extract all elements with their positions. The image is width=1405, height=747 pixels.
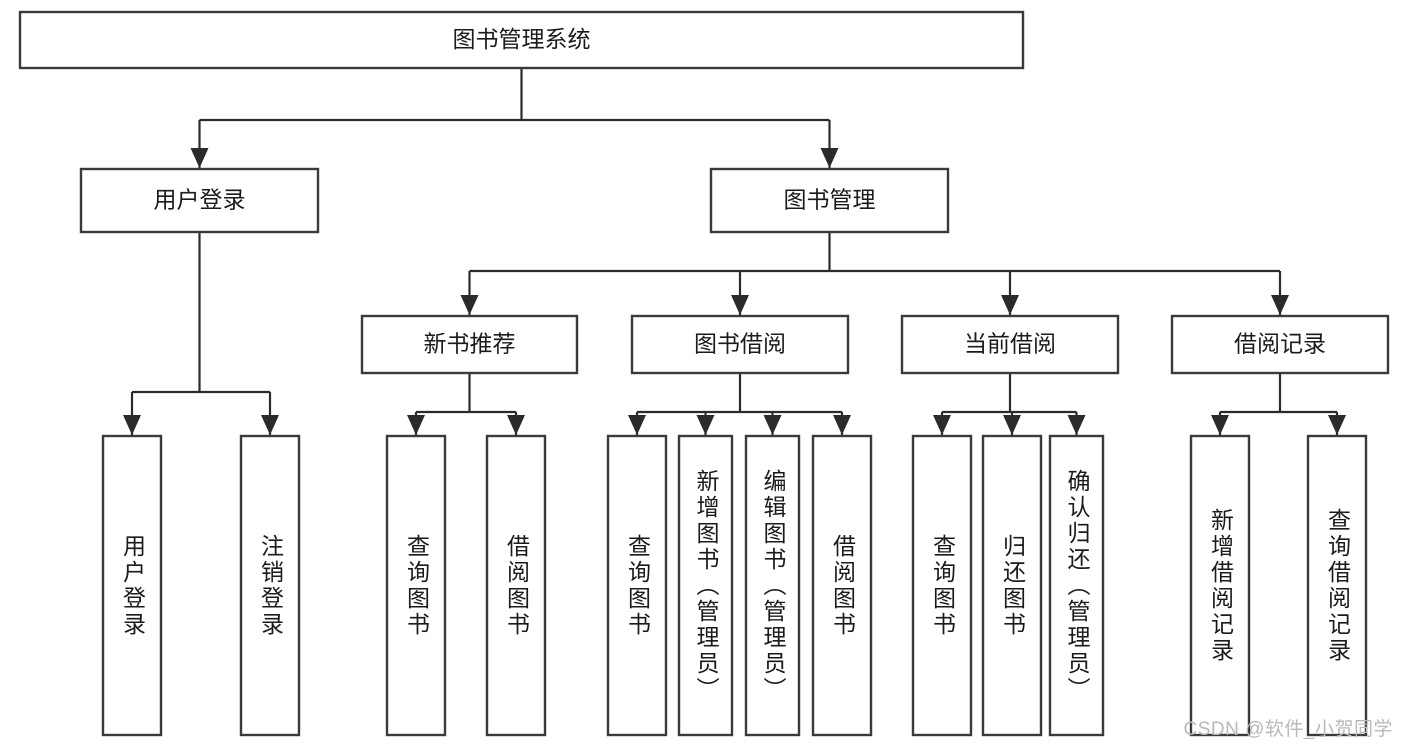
- level2-node-1-box: [709, 167, 950, 234]
- leaf-node-11-label: 新增借阅记录: [1207, 507, 1234, 664]
- leaf-node-12[interactable]: 查询借阅记录: [1306, 434, 1368, 737]
- arrow-head-icon: [460, 295, 479, 315]
- leaf-node-1-label-container: 注销登录: [257, 533, 284, 638]
- arrow-head-icon: [763, 415, 782, 435]
- leaf-node-9[interactable]: 归还图书: [981, 434, 1043, 737]
- connector-layer: [123, 68, 1346, 435]
- leaf-node-3-label-container: 借阅图书: [503, 533, 530, 638]
- leaf-node-3-label: 借阅图书: [503, 533, 530, 638]
- level3-node-3-box: [1170, 314, 1390, 375]
- leaf-node-0-label-container: 用户登录: [119, 533, 146, 638]
- leaf-node-11-box: [1189, 434, 1251, 737]
- leaf-node-0-label: 用户登录: [119, 533, 146, 638]
- leaf-node-8-label: 查询图书: [929, 533, 956, 638]
- arrow-head-icon: [833, 415, 851, 435]
- node-layer: 图书管理系统用户登录图书管理新书推荐图书借阅当前借阅借阅记录用户登录注销登录查询…: [18, 10, 1390, 737]
- arrow-head-icon: [261, 415, 279, 435]
- leaf-node-6[interactable]: 编辑图书（管理员）: [744, 434, 801, 737]
- leaf-node-1-box: [239, 434, 301, 737]
- level2-node-0[interactable]: 用户登录: [79, 167, 320, 234]
- level3-node-1[interactable]: 图书借阅: [630, 314, 850, 375]
- leaf-node-3[interactable]: 借阅图书: [485, 434, 547, 737]
- arrow-head-icon: [933, 415, 951, 435]
- leaf-node-6-label: 编辑图书（管理员）: [760, 468, 786, 703]
- level3-node-3-label: 借阅记录: [1234, 331, 1326, 357]
- leaf-node-10-box: [1048, 434, 1105, 737]
- leaf-node-12-label-container: 查询借阅记录: [1324, 507, 1351, 664]
- arrow-head-icon: [628, 415, 646, 435]
- leaf-node-0[interactable]: 用户登录: [101, 434, 163, 737]
- leaf-node-8-box: [911, 434, 973, 737]
- arrow-head-icon: [696, 415, 715, 435]
- arrow-head-icon: [123, 415, 141, 435]
- level3-node-0-box: [360, 314, 579, 375]
- arrow-head-icon: [190, 148, 209, 168]
- leaf-node-2-label: 查询图书: [403, 533, 430, 638]
- level3-node-3[interactable]: 借阅记录: [1170, 314, 1390, 375]
- leaf-node-4-box: [606, 434, 668, 737]
- leaf-node-2[interactable]: 查询图书: [385, 434, 447, 737]
- arrow-head-icon: [820, 148, 839, 168]
- level3-node-0-label: 新书推荐: [424, 331, 516, 357]
- root-node[interactable]: 图书管理系统: [18, 10, 1025, 70]
- level2-node-0-box: [79, 167, 320, 234]
- arrow-head-icon: [731, 295, 749, 315]
- level3-node-1-label: 图书借阅: [694, 331, 786, 357]
- leaf-node-10-label: 确认归还（管理员）: [1064, 468, 1090, 703]
- leaf-node-2-box: [385, 434, 447, 737]
- leaf-node-0-box: [101, 434, 163, 737]
- leaf-node-6-box: [744, 434, 801, 737]
- leaf-node-11[interactable]: 新增借阅记录: [1189, 434, 1251, 737]
- leaf-node-10[interactable]: 确认归还（管理员）: [1048, 434, 1105, 737]
- leaf-node-2-label-container: 查询图书: [403, 533, 430, 638]
- arrow-head-icon: [1271, 295, 1289, 315]
- leaf-node-7-label-container: 借阅图书: [829, 533, 856, 638]
- leaf-node-1-label: 注销登录: [257, 533, 284, 638]
- level2-node-1[interactable]: 图书管理: [709, 167, 950, 234]
- level3-node-2-box: [900, 314, 1120, 375]
- leaf-node-3-box: [485, 434, 547, 737]
- leaf-node-12-box: [1306, 434, 1368, 737]
- leaf-node-7-label: 借阅图书: [829, 533, 856, 638]
- root-node-box: [18, 10, 1025, 70]
- leaf-node-1[interactable]: 注销登录: [239, 434, 301, 737]
- arrow-head-icon: [1003, 415, 1021, 435]
- leaf-node-11-label-container: 新增借阅记录: [1207, 507, 1234, 664]
- leaf-node-4[interactable]: 查询图书: [606, 434, 668, 737]
- arrow-head-icon: [1001, 295, 1019, 315]
- leaf-node-12-label: 查询借阅记录: [1324, 507, 1351, 664]
- leaf-node-7-box: [811, 434, 873, 737]
- arrow-head-icon: [407, 415, 425, 435]
- level3-node-2-label: 当前借阅: [964, 331, 1056, 357]
- leaf-node-8[interactable]: 查询图书: [911, 434, 973, 737]
- leaf-node-9-label-container: 归还图书: [999, 533, 1026, 638]
- level3-node-1-box: [630, 314, 850, 375]
- level2-node-0-label: 用户登录: [154, 187, 246, 213]
- arrow-head-icon: [507, 415, 525, 435]
- arrow-head-icon: [1328, 415, 1346, 435]
- leaf-node-10-label-container: 确认归还（管理员）: [1064, 468, 1090, 703]
- leaf-node-4-label: 查询图书: [624, 533, 651, 638]
- leaf-node-5-box: [677, 434, 734, 737]
- leaf-node-9-label: 归还图书: [999, 533, 1026, 638]
- leaf-node-7[interactable]: 借阅图书: [811, 434, 873, 737]
- leaf-node-5-label-container: 新增图书（管理员）: [693, 468, 719, 703]
- leaf-node-6-label-container: 编辑图书（管理员）: [760, 468, 786, 703]
- arrow-head-icon: [1211, 415, 1229, 435]
- root-node-label: 图书管理系统: [453, 26, 591, 52]
- leaf-node-9-box: [981, 434, 1043, 737]
- leaf-node-5-label: 新增图书（管理员）: [693, 468, 719, 703]
- level3-node-0[interactable]: 新书推荐: [360, 314, 579, 375]
- arrow-head-icon: [1067, 415, 1086, 435]
- level3-node-2[interactable]: 当前借阅: [900, 314, 1120, 375]
- leaf-node-8-label-container: 查询图书: [929, 533, 956, 638]
- leaf-node-5[interactable]: 新增图书（管理员）: [677, 434, 734, 737]
- level2-node-1-label: 图书管理: [784, 187, 876, 213]
- leaf-node-4-label-container: 查询图书: [624, 533, 651, 638]
